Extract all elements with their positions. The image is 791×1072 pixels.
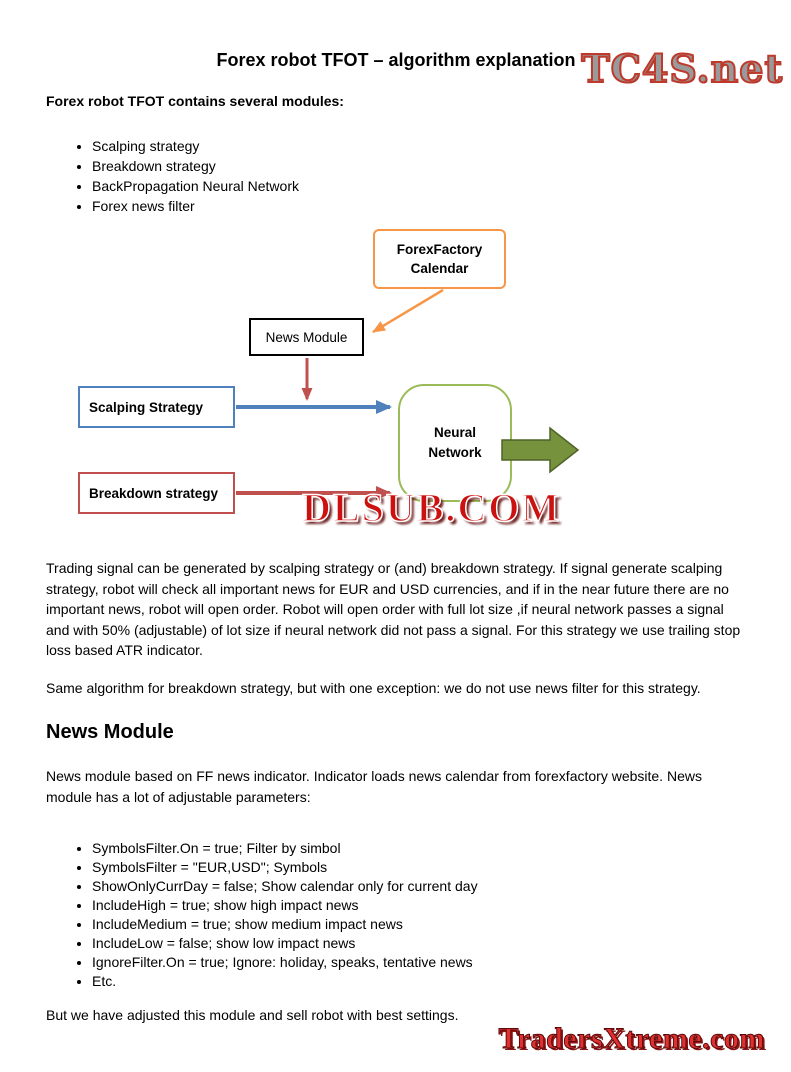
news-module-intro: News module based on FF news indicator. … — [46, 768, 702, 805]
node-label: Neural — [433, 425, 477, 440]
list-item: Breakdown strategy — [92, 156, 746, 176]
node-label: Calendar — [410, 261, 469, 276]
node-label: News Module — [265, 329, 348, 345]
tc4s-logo: TC4S.net — [580, 45, 783, 92]
document-page: TC4S.net Forex robot TFOT – algorithm ex… — [0, 45, 791, 1072]
adjusted-module-paragraph: But we have adjusted this module and sel… — [46, 1007, 459, 1023]
scalping-strategy-node: Scalping Strategy — [78, 386, 235, 428]
forexfactory-calendar-node: ForexFactory Calendar — [373, 229, 506, 289]
list-item: Forex news filter — [92, 196, 746, 216]
modules-list: Scalping strategy Breakdown strategy Bac… — [46, 136, 746, 216]
list-item: IncludeMedium = true; show medium impact… — [92, 915, 746, 934]
node-label: Scalping Strategy — [89, 399, 204, 415]
breakdown-note-paragraph: Same algorithm for breakdown strategy, b… — [46, 679, 701, 696]
node-label: Network — [428, 445, 482, 460]
list-item: ShowOnlyCurrDay = false; Show calendar o… — [92, 877, 746, 896]
list-item: SymbolsFilter.On = true; Filter by simbo… — [92, 839, 746, 858]
list-item: IgnoreFilter.On = true; Ignore: holiday,… — [92, 953, 746, 972]
news-module-node: News Module — [249, 318, 364, 356]
neural-output-block-arrow — [501, 426, 580, 474]
list-item: BackPropagation Neural Network — [92, 176, 746, 196]
calendar-to-news-arrow — [372, 288, 444, 334]
algorithm-diagram: ForexFactory Calendar News Module Scalpi… — [46, 222, 746, 550]
news-params-list: SymbolsFilter.On = true; Filter by simbo… — [46, 839, 746, 991]
list-item: Etc. — [92, 972, 746, 991]
node-label: Breakdown strategy — [89, 485, 219, 501]
neural-network-node: Neural Network — [398, 384, 512, 502]
document-content: Forex robot TFOT – algorithm explanation… — [0, 48, 791, 1026]
intro-heading: Forex robot TFOT contains several module… — [46, 93, 344, 109]
list-item: IncludeHigh = true; show high impact new… — [92, 896, 746, 915]
diagram-connectors — [236, 288, 580, 500]
dlsub-watermark: DLSUB.COM — [301, 484, 562, 531]
list-item: IncludeLow = false; show low impact news — [92, 934, 746, 953]
page-title: Forex robot TFOT – algorithm explanation — [216, 50, 576, 70]
breakdown-strategy-node: Breakdown strategy — [78, 472, 235, 514]
trading-signal-paragraph: Trading signal can be generated by scalp… — [46, 560, 741, 658]
node-label: ForexFactory — [396, 242, 483, 257]
list-item: SymbolsFilter = "EUR,USD"; Symbols — [92, 858, 746, 877]
news-module-heading: News Module — [46, 721, 174, 743]
tradersxtreme-logo: TradersXtreme.com — [498, 1022, 765, 1056]
list-item: Scalping strategy — [92, 136, 746, 156]
